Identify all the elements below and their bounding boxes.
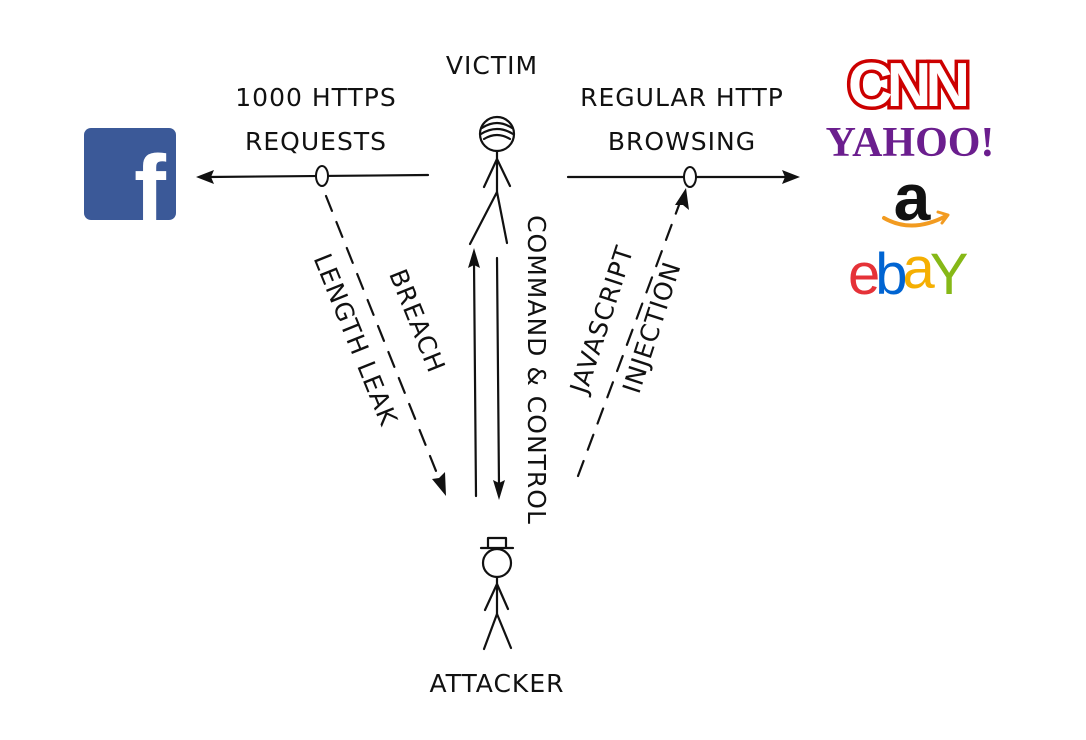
amazon-smile-icon [882, 214, 948, 228]
yahoo-logo: YAHOO! [826, 120, 995, 166]
victim-hair [479, 121, 515, 141]
attacker-figure [479, 536, 515, 651]
victim-legs [468, 190, 509, 246]
https-tap-node [315, 165, 329, 187]
http-label-line2: BROWSING [608, 127, 756, 156]
amazon-logo-letter: a [894, 160, 932, 234]
breach-label: BREACH [383, 265, 451, 377]
http-browsing-arrow [566, 166, 800, 188]
victim-figure [468, 115, 516, 246]
command-down-line [495, 256, 501, 488]
command-control-label: COMMAND & CONTROL [522, 215, 551, 525]
victim-arms [482, 157, 512, 189]
attacker-label: ATTACKER [429, 669, 564, 698]
ebay-letter-y: Y [930, 242, 968, 307]
breach-label-line1: BREACH [383, 265, 451, 377]
ebay-logo: ebaY [848, 236, 973, 307]
cnn-logo-text: CNN [848, 51, 967, 120]
attacker-head [481, 547, 513, 579]
https-label-line2: REQUESTS [245, 127, 387, 156]
victim-label: VICTIM [446, 51, 538, 80]
command-control-text: COMMAND & CONTROL [522, 215, 551, 525]
amazon-arrow-icon [936, 210, 950, 225]
http-arrowhead [782, 170, 800, 184]
https-label-line1: 1000 HTTPS [235, 83, 396, 112]
http-label-line1: REGULAR HTTP [580, 83, 784, 112]
https-requests-arrow [196, 165, 430, 187]
breach-arrowhead [432, 472, 446, 496]
injection-arrowhead [675, 188, 689, 210]
facebook-logo-background [84, 128, 176, 220]
breach-leak-arrow [324, 194, 446, 496]
facebook-logo-letter: f [134, 136, 167, 243]
ebay-letter-b: b [875, 242, 905, 307]
attacker-hat [479, 536, 515, 550]
attacker-arms [483, 582, 510, 612]
command-down-arrowhead [493, 480, 505, 500]
cnn-logo: CNN [844, 48, 976, 124]
injection-dashed-line [576, 203, 681, 478]
yahoo-logo-text: YAHOO! [826, 120, 995, 166]
breach-dashed-line [324, 194, 440, 478]
attacker-legs [482, 612, 513, 651]
javascript-injection-arrow [576, 188, 689, 478]
ebay-logo-text: ebaY [848, 236, 968, 307]
facebook-logo: f [84, 128, 176, 243]
ebay-letter-e: e [848, 242, 878, 307]
command-up-arrowhead [468, 248, 480, 268]
amazon-logo: a [882, 160, 950, 234]
https-arrowhead [196, 170, 214, 184]
http-tap-node [683, 166, 697, 188]
command-up-line [472, 260, 478, 498]
command-control-arrows [468, 248, 505, 500]
